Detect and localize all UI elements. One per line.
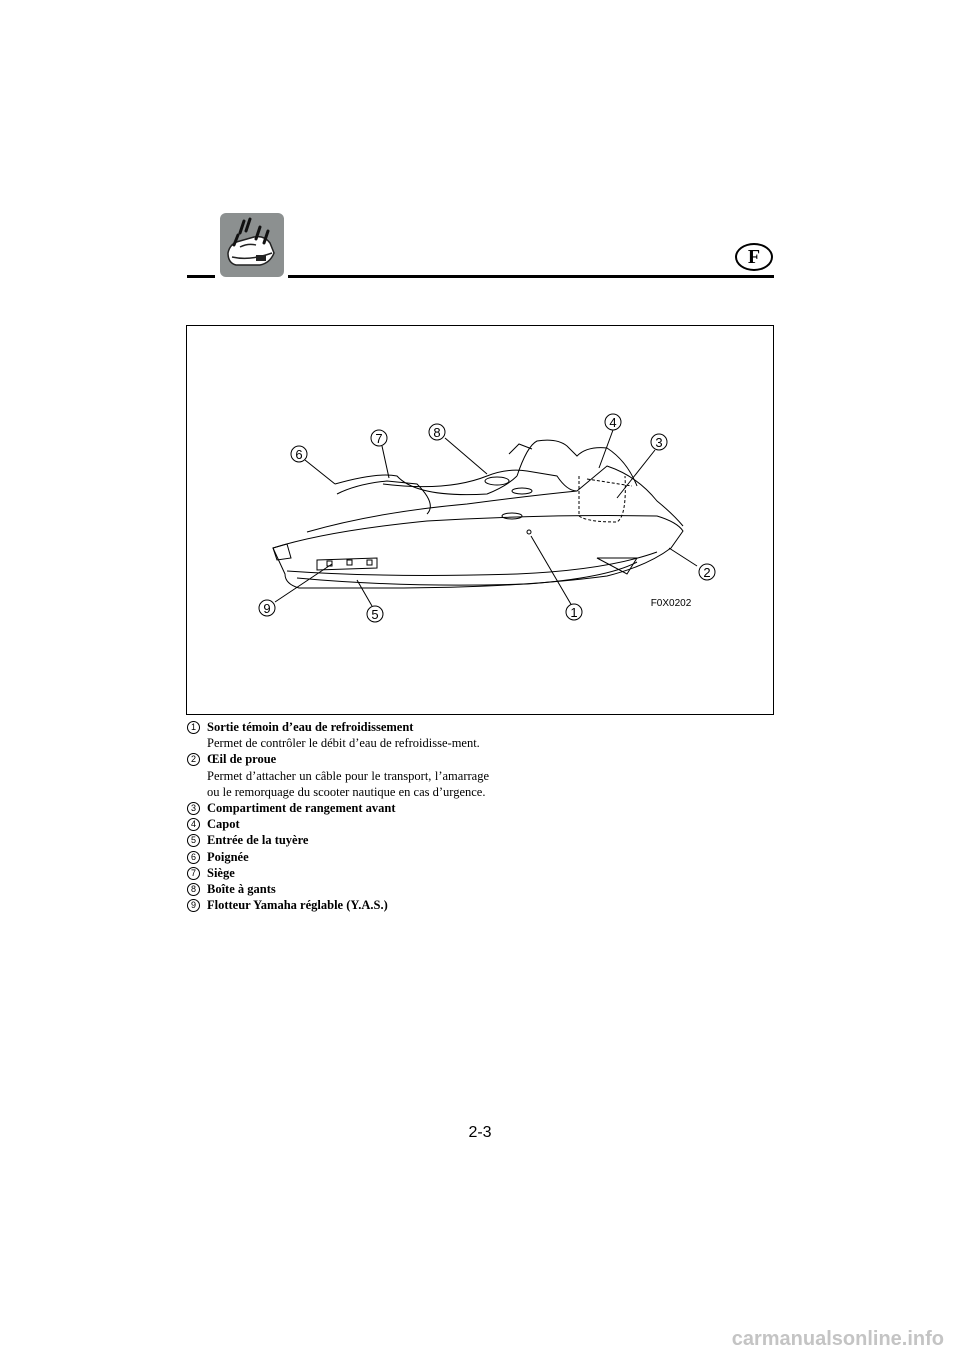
watermark: carmanualsonline.info [732, 1328, 944, 1351]
legend-title: Flotteur Yamaha réglable (Y.A.S.) [207, 897, 489, 913]
legend-item: 5 Entrée de la tuyère [187, 832, 489, 848]
legend-item: 3 Compartiment de rangement avant [187, 800, 489, 816]
legend-item: 2 Œil de proue Permet d’attacher un câbl… [187, 751, 489, 800]
legend-item: 9 Flotteur Yamaha réglable (Y.A.S.) [187, 897, 489, 913]
legend-title: Boîte à gants [207, 881, 489, 897]
parts-legend: 1 Sortie témoin d’eau de refroidissement… [187, 719, 489, 913]
language-badge: F [735, 243, 773, 271]
legend-item: 1 Sortie témoin d’eau de refroidissement… [187, 719, 489, 751]
header-rule [187, 275, 215, 278]
legend-number: 6 [187, 851, 200, 864]
legend-number: 7 [187, 867, 200, 880]
legend-number: 3 [187, 802, 200, 815]
legend-item: 6 Poignée [187, 849, 489, 865]
legend-description: Permet d’attacher un câble pour le trans… [207, 768, 489, 800]
legend-number: 9 [187, 899, 200, 912]
callout-9-label: 9 [263, 601, 270, 616]
callout-5-label: 5 [371, 607, 378, 622]
callout-7-label: 7 [375, 431, 382, 446]
legend-item: 7 Siège [187, 865, 489, 881]
legend-number: 4 [187, 818, 200, 831]
callout-6-label: 6 [295, 447, 302, 462]
legend-title: Poignée [207, 849, 489, 865]
legend-number: 5 [187, 834, 200, 847]
callout-2-label: 2 [703, 565, 710, 580]
watercraft-figure: 1 2 3 4 5 6 7 8 9 F0X0202 [186, 325, 774, 715]
legend-item: 4 Capot [187, 816, 489, 832]
legend-number: 1 [187, 721, 200, 734]
callout-3-label: 3 [655, 435, 662, 450]
legend-title: Sortie témoin d’eau de refroidissement [207, 719, 489, 735]
page-number: 2-3 [0, 1124, 960, 1142]
watercraft-illustration: 1 2 3 4 5 6 7 8 9 F0X0202 [187, 326, 775, 716]
header-rule [288, 275, 774, 278]
legend-description: Permet de contrôler le débit d’eau de re… [207, 735, 489, 751]
legend-title: Œil de proue [207, 751, 489, 767]
legend-title: Capot [207, 816, 489, 832]
legend-title: Siège [207, 865, 489, 881]
legend-title: Entrée de la tuyère [207, 832, 489, 848]
legend-item: 8 Boîte à gants [187, 881, 489, 897]
watercraft-icon [220, 213, 284, 277]
callout-4-label: 4 [609, 415, 616, 430]
callout-8-label: 8 [433, 425, 440, 440]
legend-number: 8 [187, 883, 200, 896]
callout-1-label: 1 [570, 605, 577, 620]
legend-number: 2 [187, 753, 200, 766]
figure-code: F0X0202 [651, 598, 692, 609]
legend-title: Compartiment de rangement avant [207, 800, 489, 816]
